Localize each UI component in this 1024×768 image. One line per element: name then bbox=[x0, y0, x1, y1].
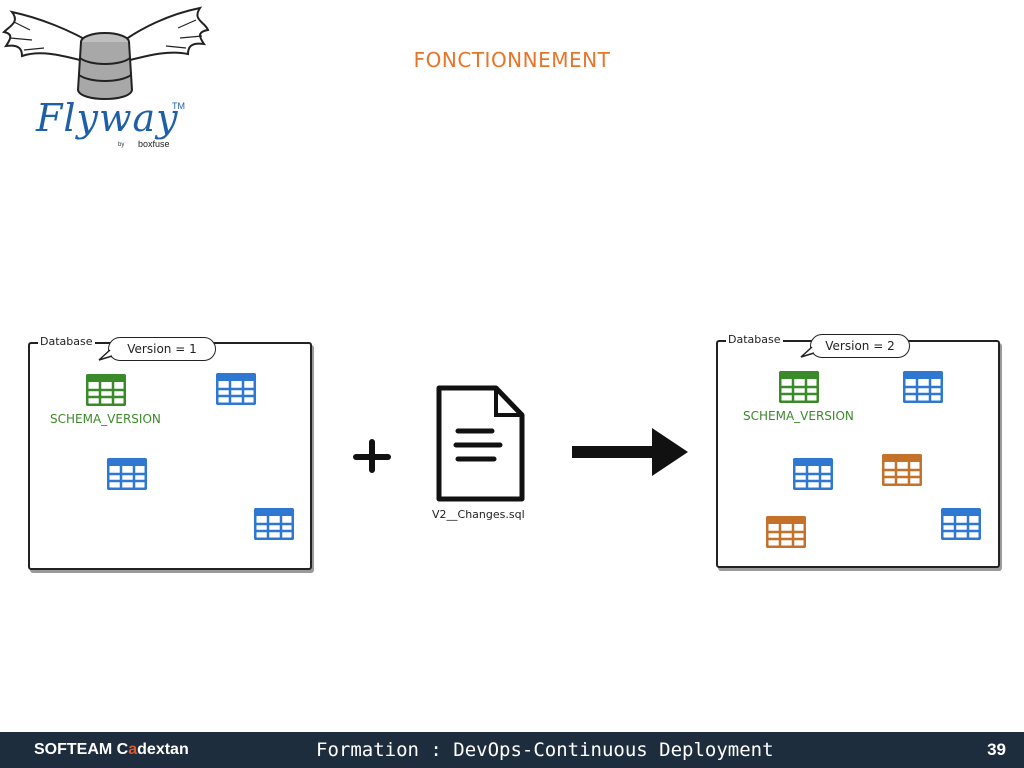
logo-wordmark: Flyway bbox=[36, 96, 179, 140]
table-icon bbox=[941, 508, 981, 540]
flyway-logo: Flyway TM by boxfuse bbox=[0, 0, 210, 160]
logo-by: by bbox=[118, 142, 125, 148]
table-icon bbox=[766, 516, 806, 548]
page-number: 39 bbox=[987, 740, 1006, 759]
table-icon bbox=[882, 454, 922, 486]
table-icon bbox=[779, 371, 819, 403]
table-icon bbox=[86, 374, 126, 406]
slide-title: FONCTIONNEMENT bbox=[413, 48, 611, 72]
left-schema-label: SCHEMA_VERSION bbox=[50, 412, 161, 426]
table-icon bbox=[793, 458, 833, 490]
right-database-label: Database bbox=[726, 333, 783, 346]
flyway-barrel-wings-icon bbox=[1, 6, 210, 100]
footer-brand-rest: dextan bbox=[137, 741, 189, 758]
table-icon bbox=[254, 508, 294, 540]
footer-title: Formation : DevOps-Continuous Deployment bbox=[316, 739, 774, 761]
footer-brand-c: C bbox=[116, 741, 129, 758]
table-icon bbox=[903, 371, 943, 403]
footer-brand-softeam: SOFTEAM bbox=[34, 741, 117, 758]
footer-brand: SOFTEAM Cadextan bbox=[34, 741, 189, 759]
left-bubble-tail-icon bbox=[98, 349, 113, 361]
sql-file-icon bbox=[436, 385, 525, 502]
sql-file-label: V2__Changes.sql bbox=[432, 508, 525, 521]
right-version-bubble: Version = 2 bbox=[810, 334, 910, 358]
right-schema-label: SCHEMA_VERSION bbox=[743, 409, 854, 423]
footer-bar: SOFTEAM Cadextan Formation : DevOps-Cont… bbox=[0, 732, 1024, 768]
plus-icon bbox=[353, 439, 391, 473]
table-icon bbox=[216, 373, 256, 405]
left-database-label: Database bbox=[38, 335, 95, 348]
table-icon bbox=[107, 458, 147, 490]
left-version-bubble: Version = 1 bbox=[108, 337, 216, 361]
logo-boxfuse: boxfuse bbox=[138, 139, 170, 149]
logo-trademark: TM bbox=[172, 101, 185, 111]
right-bubble-tail-icon bbox=[800, 346, 815, 358]
arrow-right-icon bbox=[572, 428, 688, 476]
footer-brand-accent: a bbox=[128, 741, 138, 758]
